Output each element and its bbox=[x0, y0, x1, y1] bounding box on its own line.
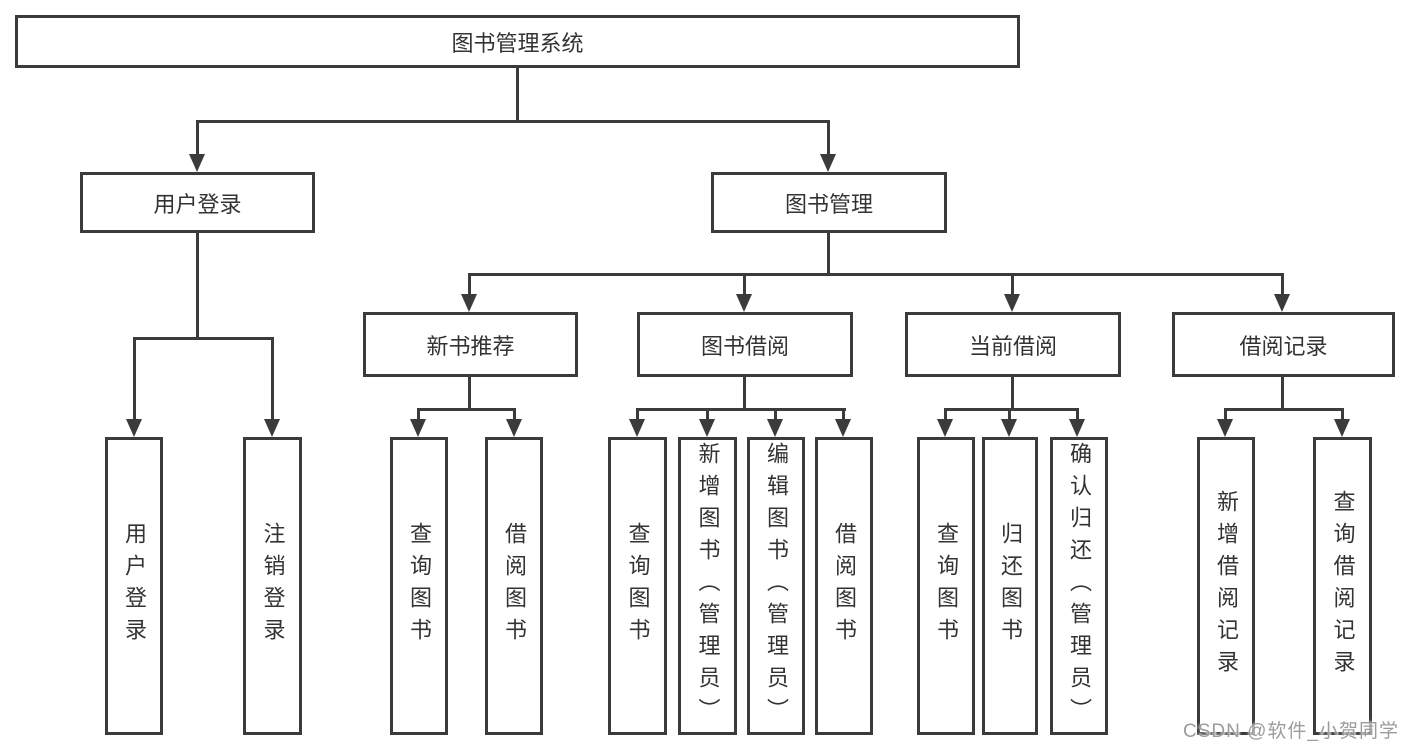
node-label: 借阅记录 bbox=[1239, 333, 1328, 359]
connector-drop bbox=[1224, 408, 1227, 420]
arrowhead-down-icon bbox=[1217, 419, 1233, 437]
connector-drop bbox=[133, 337, 136, 420]
arrowhead-down-icon bbox=[410, 419, 426, 437]
node-label: 查询图书 bbox=[407, 522, 432, 650]
leaf-records-add-record: 新增借阅记录 bbox=[1197, 437, 1255, 735]
connector-drop bbox=[468, 273, 471, 295]
arrowhead-down-icon bbox=[189, 154, 205, 172]
arrowhead-down-icon bbox=[820, 154, 836, 172]
arrowhead-down-icon bbox=[699, 419, 715, 437]
node-label: 编辑图书（管理员） bbox=[764, 442, 789, 730]
leaf-logout-login: 注销登录 bbox=[243, 437, 302, 735]
node-label: 查询图书 bbox=[625, 522, 651, 650]
leaf-current-confirm-return-admin: 确认归还（管理员） bbox=[1050, 437, 1108, 735]
connector-rail bbox=[469, 273, 1284, 276]
node-label: 归还图书 bbox=[998, 522, 1023, 650]
arrowhead-down-icon bbox=[264, 419, 280, 437]
leaf-current-query-books: 查询图书 bbox=[917, 437, 975, 735]
arrowhead-down-icon bbox=[1004, 294, 1020, 312]
leaf-borrow-borrow-books: 借阅图书 bbox=[815, 437, 873, 735]
node-user-login: 用户登录 bbox=[80, 172, 315, 233]
node-book-borrow: 图书借阅 bbox=[637, 312, 853, 377]
node-label: 图书管理 bbox=[784, 191, 873, 217]
node-new-book-recommend: 新书推荐 bbox=[363, 312, 578, 377]
leaf-newbook-borrow-books: 借阅图书 bbox=[485, 437, 543, 735]
connector-drop bbox=[417, 408, 420, 420]
connector-stem bbox=[468, 377, 471, 408]
arrowhead-down-icon bbox=[461, 294, 477, 312]
leaf-borrow-add-books-admin: 新增图书（管理员） bbox=[678, 437, 737, 735]
connector-stem bbox=[743, 377, 746, 408]
connector-drop bbox=[743, 273, 746, 295]
arrowhead-down-icon bbox=[1274, 294, 1290, 312]
arrowhead-down-icon bbox=[835, 419, 851, 437]
leaf-current-return-books: 归还图书 bbox=[982, 437, 1038, 735]
arrowhead-down-icon bbox=[629, 419, 645, 437]
leaf-borrow-query-books: 查询图书 bbox=[608, 437, 667, 735]
connector-drop bbox=[842, 408, 845, 420]
connector-drop bbox=[827, 120, 830, 155]
watermark: CSDN @软件_小贺同学 bbox=[1183, 721, 1399, 742]
arrowhead-down-icon bbox=[767, 419, 783, 437]
node-label: 查询借阅记录 bbox=[1330, 490, 1356, 682]
node-label: 用户登录 bbox=[122, 522, 147, 650]
leaf-borrow-edit-books-admin: 编辑图书（管理员） bbox=[747, 437, 805, 735]
node-label: 注销登录 bbox=[260, 522, 286, 650]
connector-drop bbox=[774, 408, 777, 420]
connector-rail bbox=[417, 408, 516, 411]
arrowhead-down-icon bbox=[1334, 419, 1350, 437]
leaf-records-query-record: 查询借阅记录 bbox=[1313, 437, 1372, 735]
connector-drop bbox=[1076, 408, 1079, 420]
node-label: 借阅图书 bbox=[832, 522, 857, 650]
node-borrow-records: 借阅记录 bbox=[1172, 312, 1395, 377]
connector-drop bbox=[636, 408, 639, 420]
connector-rail bbox=[133, 337, 274, 340]
connector-stem bbox=[516, 68, 519, 120]
leaf-newbook-query-books: 查询图书 bbox=[390, 437, 448, 735]
connector-drop bbox=[706, 408, 709, 420]
connector-drop bbox=[944, 408, 947, 420]
node-label: 用户登录 bbox=[153, 191, 242, 217]
connector-drop bbox=[1011, 273, 1014, 295]
node-label: 借阅图书 bbox=[502, 522, 527, 650]
arrowhead-down-icon bbox=[1069, 419, 1085, 437]
arrowhead-down-icon bbox=[126, 419, 142, 437]
arrowhead-down-icon bbox=[1001, 419, 1017, 437]
connector-rail bbox=[1224, 408, 1344, 411]
connector-rail bbox=[944, 408, 1079, 411]
node-label: 图书借阅 bbox=[700, 333, 789, 359]
connector-drop bbox=[513, 408, 516, 420]
node-current-borrow: 当前借阅 bbox=[905, 312, 1121, 377]
connector-stem bbox=[1281, 377, 1284, 408]
node-root: 图书管理系统 bbox=[15, 15, 1020, 68]
node-label: 新增图书（管理员） bbox=[695, 442, 721, 730]
arrowhead-down-icon bbox=[506, 419, 522, 437]
node-label: 确认归还（管理员） bbox=[1067, 442, 1092, 730]
node-label: 当前借阅 bbox=[968, 333, 1057, 359]
connector-rail bbox=[196, 120, 830, 123]
arrowhead-down-icon bbox=[736, 294, 752, 312]
node-label: 新书推荐 bbox=[426, 333, 515, 359]
connector-stem bbox=[1011, 377, 1014, 408]
connector-drop bbox=[1341, 408, 1344, 420]
connector-drop bbox=[1008, 408, 1011, 420]
leaf-user-login: 用户登录 bbox=[105, 437, 163, 735]
arrowhead-down-icon bbox=[937, 419, 953, 437]
node-label: 查询图书 bbox=[934, 522, 959, 650]
node-label: 图书管理系统 bbox=[451, 30, 584, 56]
connector-drop bbox=[196, 120, 199, 155]
connector-rail bbox=[636, 408, 846, 411]
connector-stem bbox=[196, 233, 199, 337]
node-label: 新增借阅记录 bbox=[1214, 490, 1239, 682]
connector-drop bbox=[1281, 273, 1284, 295]
connector-stem bbox=[827, 233, 830, 273]
connector-drop bbox=[271, 337, 274, 420]
node-book-management: 图书管理 bbox=[711, 172, 947, 233]
